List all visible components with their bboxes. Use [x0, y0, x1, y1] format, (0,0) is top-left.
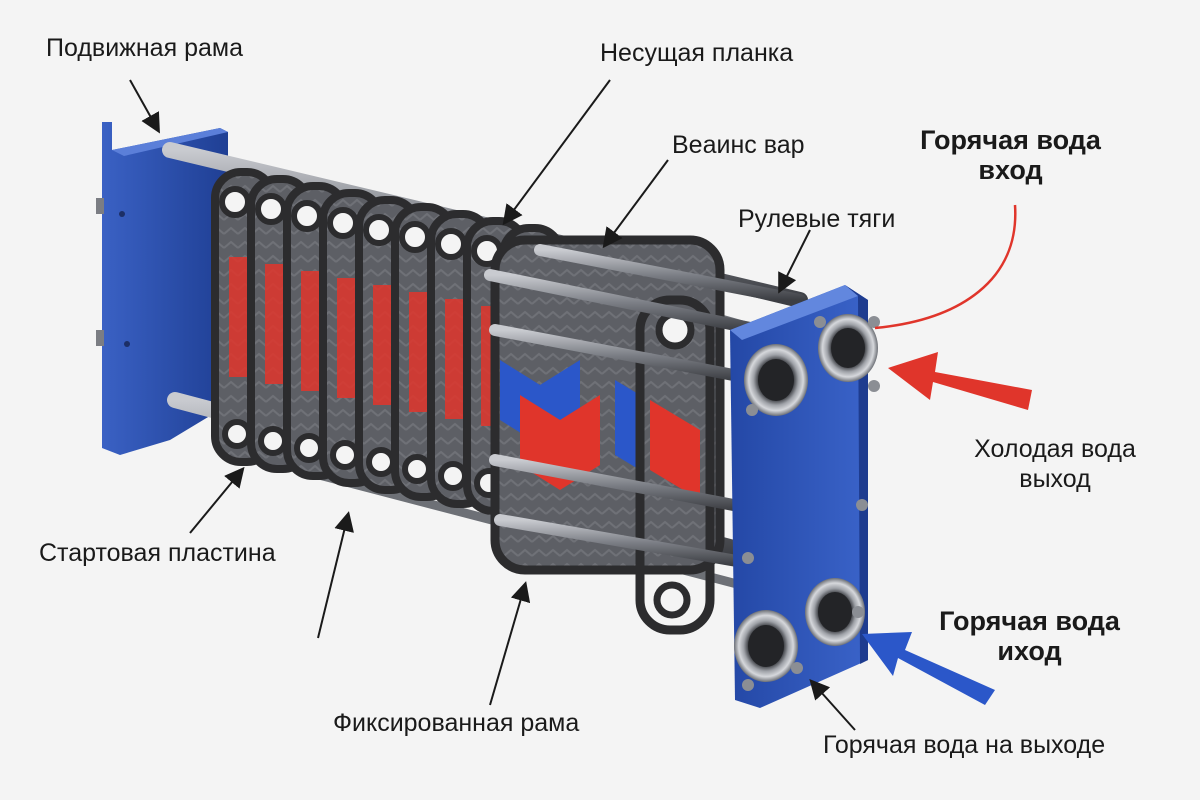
plate-pack — [215, 172, 720, 630]
label-start-plate: Стартовая пластина — [39, 538, 276, 568]
label-movable-frame: Подвижная рама — [46, 33, 243, 63]
port-cold-inlet — [734, 610, 798, 682]
hot-inlet-leader — [875, 205, 1015, 328]
label-guide-bar: Веаинс вар — [672, 130, 805, 160]
label-hot-inlet: Горячая вода вход — [908, 125, 1113, 185]
label-hot-outlet-bottom: Горячая вода на выходе — [823, 730, 1105, 760]
label-hot-outlet-side: Горячая вода иход — [922, 606, 1137, 666]
hot-flow-arrow — [888, 352, 1032, 410]
label-tie-rods: Рулевые тяги — [738, 204, 895, 234]
label-fixed-frame: Фиксированная рама — [333, 708, 579, 738]
label-carrying-bar: Несущая планка — [600, 38, 793, 68]
label-cold-outlet: Холодая вода выход — [945, 434, 1165, 494]
